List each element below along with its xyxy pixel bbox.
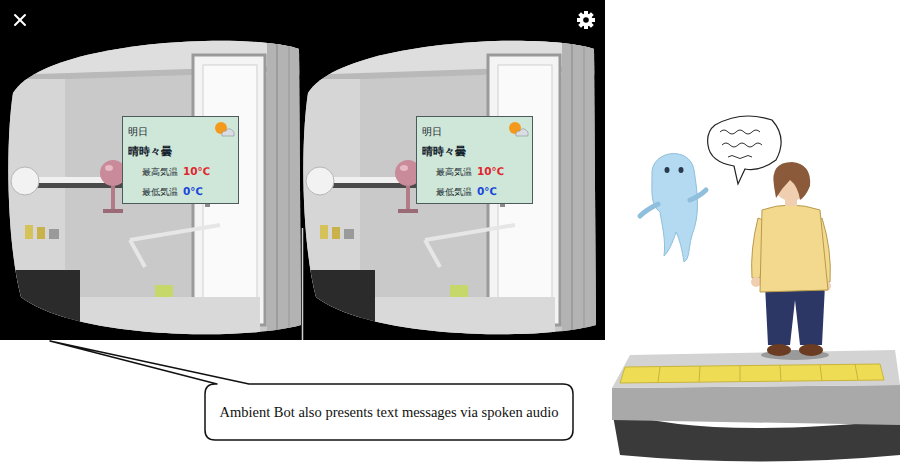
settings-gear-icon: [577, 11, 595, 29]
speech-bubble: [722, 143, 762, 147]
weather-panel: 明日晴時々曇最高気温 10℃ 最低気温 0℃: [416, 116, 533, 204]
speech-bubble: [708, 116, 782, 184]
panel-text: 0℃: [183, 185, 203, 197]
person-figure: [773, 162, 810, 200]
person-figure: [799, 344, 823, 356]
settings-gear-icon: [583, 17, 589, 23]
panel-row: 最低気温 0℃: [422, 180, 504, 200]
ambient-bot-figure: [640, 204, 658, 216]
platform: [612, 350, 900, 462]
platform: [820, 365, 822, 381]
platform: [855, 364, 858, 380]
panel-row: 最高気温 10℃: [128, 160, 210, 180]
settings-gear-icon: [580, 14, 593, 27]
person-figure: [751, 162, 831, 360]
panel-row: 明日: [422, 120, 504, 140]
weather-panel: 明日晴時々曇最高気温 10℃ 最低気温 0℃: [122, 116, 239, 204]
panel-text: 最低気温: [142, 187, 178, 197]
cloud-symbol: [516, 129, 528, 136]
panel-row: 晴時々曇: [128, 140, 210, 160]
settings-gear-icon: [578, 12, 594, 28]
platform: [612, 385, 900, 425]
platform: [658, 367, 660, 382]
room-photo: [5, 35, 307, 337]
ambient-bot-figure: [652, 154, 698, 262]
cloud-symbol: [222, 129, 234, 136]
person-figure: [760, 205, 828, 292]
vr-screen: [0, 0, 605, 340]
eye-divider: [302, 228, 304, 340]
panel-text: 晴時々曇: [422, 145, 466, 158]
ambient-bot-figure: [665, 167, 670, 173]
speech-bubble: [720, 130, 760, 134]
panel-row: 明日: [128, 120, 210, 140]
panel-row: 最低気温 0℃: [128, 180, 210, 200]
callout-outline: [50, 341, 573, 440]
person-figure: [751, 277, 761, 287]
panel-row: 晴時々曇: [422, 140, 504, 160]
ambient-bot-figure: [690, 190, 706, 200]
platform: [740, 366, 741, 381]
panel-text: 最低気温: [436, 187, 472, 197]
weather-icon: [507, 120, 529, 138]
panel-text: 最高気温: [142, 167, 178, 177]
panel-row: 最高気温 10℃: [422, 160, 504, 180]
close-icon: [15, 15, 25, 25]
close-icon: [15, 15, 25, 25]
callout-box: Ambient Bot also presents text messages …: [205, 384, 573, 440]
platform: [780, 365, 781, 381]
ambient-bot-figure: [679, 167, 684, 173]
close-icon: [15, 15, 25, 25]
person-figure: [765, 285, 825, 345]
weather-icon: [213, 120, 235, 138]
person-figure: [767, 344, 791, 356]
panel-text: 10℃: [477, 165, 504, 177]
right-eye-view: [300, 35, 602, 337]
speech-bubble: [708, 116, 782, 184]
settings-gear-icon: [578, 12, 594, 28]
panel-text: 0℃: [477, 185, 497, 197]
room-photo: [300, 35, 602, 337]
ambient-bot-figure: [640, 154, 706, 262]
left-eye-view: [5, 35, 307, 337]
platform: [612, 350, 900, 388]
panel-text: 明日: [422, 126, 442, 137]
panel-text: 晴時々曇: [128, 145, 172, 158]
panel-text: 最高気温: [436, 167, 472, 177]
panel-text: 10℃: [183, 165, 210, 177]
platform: [699, 366, 700, 382]
callout-text: Ambient Bot also presents text messages …: [219, 404, 558, 421]
panel-text: 明日: [128, 126, 148, 137]
speech-bubble: [728, 156, 752, 159]
platform: [620, 364, 884, 383]
